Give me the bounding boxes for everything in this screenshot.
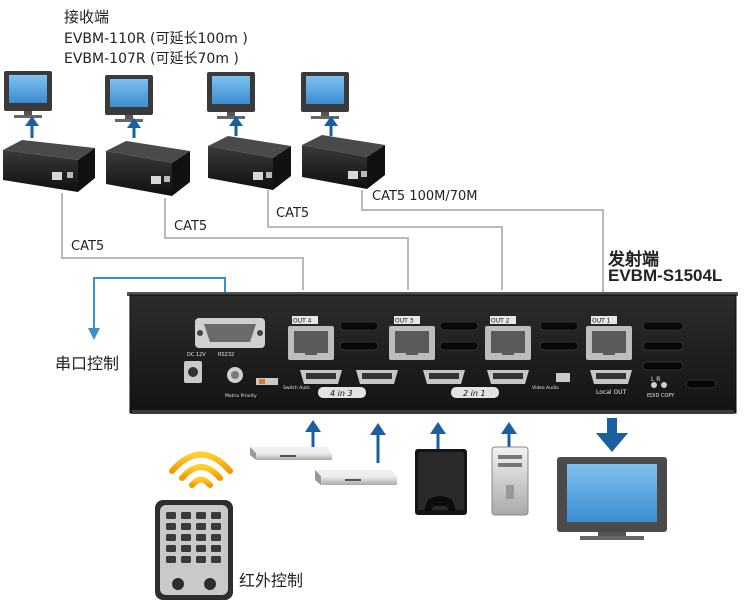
remote-key bbox=[196, 512, 206, 519]
receiver-title: 接收端 bbox=[64, 8, 110, 26]
remote-key bbox=[211, 534, 221, 541]
wireless-signal-icon bbox=[169, 451, 233, 488]
hdmi-local-out bbox=[590, 370, 632, 384]
cable-receiver-1 bbox=[61, 193, 304, 290]
rj45-out-4: OUT 4 bbox=[288, 316, 334, 360]
hdmi-in-3 bbox=[356, 370, 398, 384]
local-out-label: Local OUT bbox=[596, 389, 627, 396]
local-out-arrow bbox=[596, 418, 628, 452]
rs232-label: RS232 bbox=[218, 352, 234, 358]
hdmi-ports bbox=[300, 370, 632, 384]
dc-12v-label: DC 12V bbox=[187, 352, 206, 358]
receiver-model-110: EVBM-110R (可延长100m ) bbox=[64, 31, 248, 47]
edid-copy-label: EDID COPY bbox=[647, 393, 675, 399]
receiver-monitor-4 bbox=[301, 72, 349, 119]
remote-key bbox=[166, 512, 176, 519]
receiver-model-107: EVBM-107R (可延长70m ) bbox=[64, 51, 239, 67]
remote-key bbox=[196, 556, 206, 563]
out4-label: OUT 4 bbox=[293, 318, 312, 325]
cable-label-cat5-3: CAT5 bbox=[276, 206, 310, 221]
cat5-cables bbox=[61, 190, 604, 298]
dvd-player-2 bbox=[315, 470, 397, 485]
remote-key bbox=[196, 523, 206, 530]
receiver-box-2 bbox=[106, 141, 190, 196]
serial-control-label: 串口控制 bbox=[55, 354, 120, 373]
cable-receiver-4 bbox=[361, 190, 604, 298]
game-console bbox=[415, 449, 467, 515]
remote-key bbox=[211, 512, 221, 519]
cable-receiver-3 bbox=[267, 190, 503, 290]
remote-key bbox=[196, 534, 206, 541]
rj45-out-2: OUT 2 bbox=[485, 316, 531, 360]
video-audio-label: Video Audio bbox=[532, 385, 559, 391]
remote-key bbox=[211, 556, 221, 563]
matrix-priority-label: Matrix Priority bbox=[225, 393, 257, 399]
out3-label: OUT 3 bbox=[395, 318, 414, 325]
in-group-2-1 bbox=[451, 387, 499, 398]
cable-label-cat5-2: CAT5 bbox=[174, 219, 208, 234]
remote-key bbox=[196, 545, 206, 552]
remote-key bbox=[166, 534, 176, 541]
receiver-box-4 bbox=[302, 135, 385, 189]
cable-receiver-2 bbox=[164, 198, 409, 290]
in-group-4-3 bbox=[318, 387, 366, 398]
remote-key bbox=[166, 523, 176, 530]
receiver-box-3 bbox=[208, 136, 291, 190]
source-arrows bbox=[305, 420, 517, 463]
remote-key bbox=[181, 534, 191, 541]
receiver-monitor-3 bbox=[207, 72, 255, 119]
remote-key bbox=[181, 545, 191, 552]
out2-label: OUT 2 bbox=[491, 318, 510, 325]
rj45-out-3: OUT 3 bbox=[389, 316, 435, 360]
hdmi-in-2 bbox=[423, 370, 465, 384]
remote-key bbox=[181, 556, 191, 563]
dvd-player-1 bbox=[250, 447, 332, 460]
hdmi-in-4 bbox=[300, 370, 342, 384]
pc-tower bbox=[491, 446, 529, 516]
rs232-port bbox=[195, 318, 265, 348]
receiver-monitor-1 bbox=[4, 71, 52, 118]
receiver-arrows bbox=[25, 116, 338, 138]
remote-control bbox=[155, 500, 233, 600]
remote-key bbox=[181, 512, 191, 519]
remote-key bbox=[211, 545, 221, 552]
hdmi-in-1 bbox=[487, 370, 529, 384]
local-tv bbox=[557, 457, 667, 540]
audio-jack-r bbox=[661, 382, 667, 388]
serial-control-line bbox=[88, 277, 226, 340]
ir-control-label: 红外控制 bbox=[239, 571, 304, 590]
lr-label: L R bbox=[651, 376, 660, 383]
vent-slots bbox=[339, 321, 717, 389]
remote-key bbox=[181, 523, 191, 530]
sender-title: 发射端 bbox=[608, 250, 659, 269]
in-group-4-3-label: 4 in 3 bbox=[330, 389, 353, 398]
out1-label: OUT 1 bbox=[592, 318, 611, 325]
remote-key bbox=[211, 523, 221, 530]
sender-chassis: RS232 DC 12V Matrix Priority Switch Auto… bbox=[127, 292, 738, 414]
dip-switch bbox=[556, 373, 570, 382]
audio-jack-l bbox=[651, 382, 657, 388]
cable-label-cat5-4: CAT5 100M/70M bbox=[372, 189, 478, 204]
switch-auto-label: Switch Auto bbox=[283, 385, 310, 391]
receiver-box-1 bbox=[3, 140, 95, 192]
receiver-monitor-2 bbox=[105, 75, 153, 122]
cable-label-cat5-1: CAT5 bbox=[71, 239, 105, 254]
in-group-2-1-label: 2 in 1 bbox=[463, 389, 486, 398]
sender-model: EVBM-S1504L bbox=[608, 266, 723, 285]
remote-key bbox=[166, 556, 176, 563]
rj45-out-1: OUT 1 bbox=[586, 316, 632, 360]
remote-key bbox=[166, 545, 176, 552]
mode-switch bbox=[256, 378, 278, 385]
